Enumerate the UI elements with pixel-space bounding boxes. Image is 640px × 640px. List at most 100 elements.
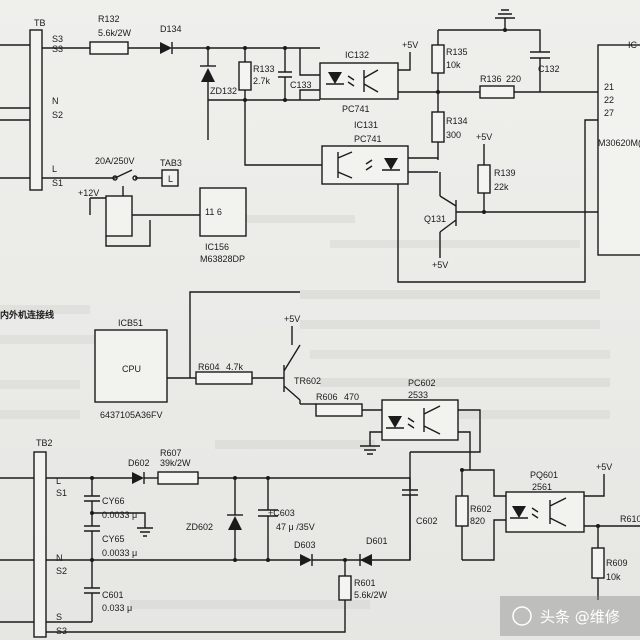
r134-value: 300 bbox=[446, 130, 461, 140]
d602-label: D602 bbox=[128, 458, 150, 468]
resistor-r135 bbox=[431, 44, 445, 74]
resistor-r604 bbox=[195, 371, 253, 385]
r133-value: 2.7k bbox=[253, 76, 271, 86]
pc602-value: 2533 bbox=[408, 390, 428, 400]
transistor-q131 bbox=[439, 195, 474, 233]
zener-zd602 bbox=[228, 516, 242, 530]
r134-label: R134 bbox=[446, 116, 468, 126]
r602-value: 820 bbox=[470, 516, 485, 526]
c133-label: C133 bbox=[290, 80, 312, 90]
ground-symbol-top bbox=[495, 9, 515, 30]
pin22-label: 22 bbox=[604, 95, 614, 105]
watermark-text: 头条 @维修 bbox=[540, 608, 620, 626]
section-heading: 内外机连接线 bbox=[0, 309, 54, 320]
cpu-chip bbox=[94, 329, 168, 403]
incoming-wires bbox=[0, 44, 30, 179]
tb-label: TB bbox=[34, 18, 46, 28]
capacitor-c603 bbox=[258, 478, 278, 560]
mcu-part-label: M30620M( bbox=[598, 138, 640, 148]
r609-value: 10k bbox=[606, 572, 621, 582]
cy66-label: CY66 bbox=[102, 496, 125, 506]
zd602-label: ZD602 bbox=[186, 522, 213, 532]
ground-symbol-cy bbox=[92, 512, 153, 537]
icb51-label: ICB51 bbox=[118, 318, 143, 328]
c601-value: 0.033 μ bbox=[102, 603, 132, 613]
q131-label: Q131 bbox=[424, 214, 446, 224]
ic156-label: IC156 bbox=[205, 242, 229, 252]
background-print bbox=[0, 215, 610, 609]
relay-switch bbox=[114, 169, 133, 179]
r604-value: 4.7k bbox=[226, 362, 244, 372]
p5v-3-label: +5V bbox=[432, 260, 448, 270]
r132-value: 5.6k/2W bbox=[98, 28, 132, 38]
p5v-2-label: +5V bbox=[476, 132, 492, 142]
transistor-tr602 bbox=[283, 326, 301, 404]
p12v-label: +12V bbox=[78, 188, 99, 198]
p5v-1-label: +5V bbox=[402, 40, 418, 50]
diode-d603 bbox=[300, 554, 312, 566]
relay-rating-label: 20A/250V bbox=[95, 156, 135, 166]
cy65-value: 0.0033 μ bbox=[102, 548, 137, 558]
r136-label: R136 bbox=[480, 74, 502, 84]
cy66-value: 0.0033 μ bbox=[102, 510, 137, 520]
tab3-l-label: L bbox=[168, 174, 173, 184]
resistor-r607 bbox=[157, 471, 199, 485]
tb2-l-label: L bbox=[56, 476, 61, 486]
r135-value: 10k bbox=[446, 60, 461, 70]
tb2-s1-label: S1 bbox=[56, 488, 67, 498]
diode-d134 bbox=[160, 42, 172, 54]
r602-label: R602 bbox=[470, 504, 492, 514]
tb2-s2-label: S2 bbox=[56, 566, 67, 576]
resistor-r132 bbox=[89, 41, 129, 55]
capacitor-c132 bbox=[438, 29, 550, 92]
tab3-terminal bbox=[161, 169, 179, 187]
r136-value: 220 bbox=[506, 74, 521, 84]
d134-label: D134 bbox=[160, 24, 182, 34]
pc741a-label: PC741 bbox=[342, 104, 370, 114]
r601-label: R601 bbox=[354, 578, 376, 588]
ground-symbol-pc602 bbox=[360, 431, 382, 455]
r135-label: R135 bbox=[446, 47, 468, 57]
tr602-label: TR602 bbox=[294, 376, 321, 386]
pc741b-label: PC741 bbox=[354, 134, 382, 144]
pc602-label: PC602 bbox=[408, 378, 436, 388]
relay-coil bbox=[105, 195, 133, 237]
cy65-label: CY65 bbox=[102, 534, 125, 544]
tab3-label: TAB3 bbox=[160, 158, 182, 168]
r607-value: 39k/2W bbox=[160, 458, 191, 468]
watermark: 头条 @维修 bbox=[500, 596, 640, 636]
p5v-5-label: +5V bbox=[596, 462, 612, 472]
r133-label: R133 bbox=[253, 64, 275, 74]
ic132-label: IC132 bbox=[345, 50, 369, 60]
mcu-chip bbox=[597, 44, 640, 256]
resistor-r602 bbox=[455, 495, 469, 527]
resistor-r139 bbox=[477, 164, 491, 194]
c601-label: C601 bbox=[102, 590, 124, 600]
r132-label: R132 bbox=[98, 14, 120, 24]
c602-label: C602 bbox=[416, 516, 438, 526]
diode-d601 bbox=[360, 554, 372, 566]
s1-label: S1 bbox=[52, 178, 63, 188]
zener-zd132 bbox=[201, 68, 215, 82]
optocoupler-ic131 bbox=[321, 145, 409, 185]
l-label: L bbox=[52, 164, 57, 174]
cpu-label: CPU bbox=[122, 364, 141, 374]
tb2-label: TB2 bbox=[36, 438, 53, 448]
terminal-block-tb bbox=[29, 29, 43, 191]
ic156-chip bbox=[199, 187, 247, 237]
r604-label: R604 bbox=[198, 362, 220, 372]
tb2-n-label: N bbox=[56, 553, 63, 563]
resistor-r134 bbox=[431, 111, 445, 143]
p5v-4-label: +5V bbox=[284, 314, 300, 324]
n-label: N bbox=[52, 96, 59, 106]
r139-value: 22k bbox=[494, 182, 509, 192]
diode-d602 bbox=[132, 472, 144, 484]
r601-value: 5.6k/2W bbox=[354, 590, 388, 600]
watermark-logo-icon bbox=[512, 606, 532, 626]
r139-label: R139 bbox=[494, 168, 516, 178]
r606-value: 470 bbox=[344, 392, 359, 402]
r606-label: R606 bbox=[316, 392, 338, 402]
c603-label: +C603 bbox=[268, 508, 295, 518]
optocoupler-ic132 bbox=[319, 62, 399, 100]
